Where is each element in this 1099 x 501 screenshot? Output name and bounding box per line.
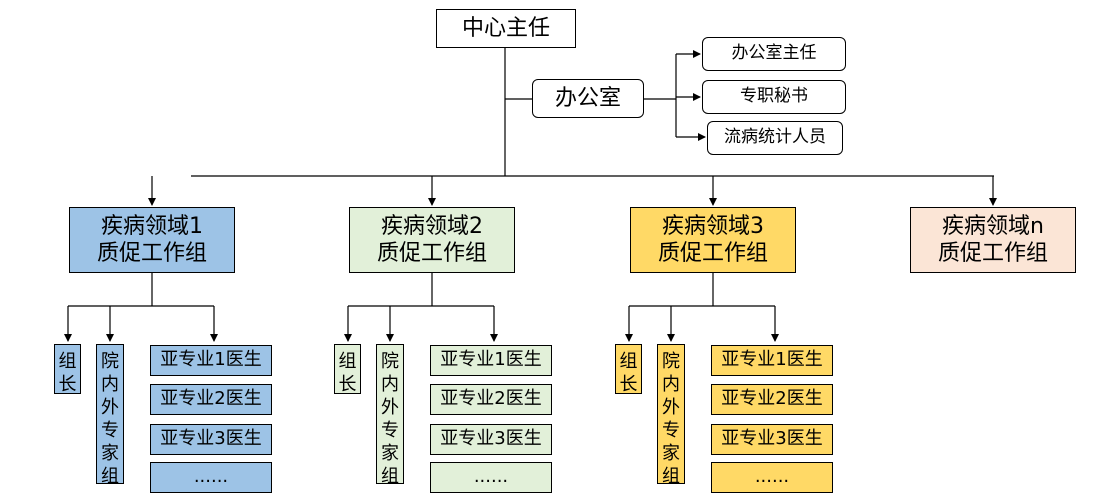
group-title-line1: 疾病领域3	[662, 213, 764, 239]
office-staff-label: 流病统计人员	[724, 127, 826, 148]
expert-panel-box: 院内外专家组	[96, 344, 124, 487]
group-leader-box: 组长	[615, 344, 642, 395]
office-box: 办公室	[532, 79, 644, 118]
group-title-line1: 疾病领域2	[381, 213, 483, 239]
subspecialty-doctor-box: 亚专业1医生	[711, 345, 833, 376]
subspecialty-doctor-box: 亚专业1医生	[150, 345, 272, 376]
group-title-line2: 质促工作组	[937, 241, 1048, 266]
group-leader-box: 组长	[54, 344, 81, 395]
subspecialty-doctor-box: 亚专业3医生	[150, 424, 272, 455]
group-title-line2: 质促工作组	[657, 241, 768, 266]
group-leader-box: 组长	[334, 344, 361, 395]
office-staff-label: 专职秘书	[740, 86, 808, 107]
office-staff-director: 办公室主任	[702, 37, 846, 71]
director-label: 中心主任	[461, 15, 550, 41]
group-title-line2: 质促工作组	[96, 241, 207, 266]
office-staff-secretary: 专职秘书	[702, 80, 846, 114]
office-label: 办公室	[554, 85, 621, 111]
subspecialty-doctor-box: 亚专业2医生	[430, 384, 552, 415]
director-box: 中心主任	[436, 9, 576, 48]
office-staff-label: 办公室主任	[731, 43, 817, 64]
expert-panel-box: 院内外专家组	[657, 344, 685, 487]
group-title-line2: 质促工作组	[376, 241, 487, 266]
office-staff-statistician: 流病统计人员	[707, 121, 843, 155]
subspecialty-doctor-box: ......	[430, 462, 552, 493]
subspecialty-doctor-box: 亚专业3医生	[711, 424, 833, 455]
group-title-line1: 疾病领域1	[101, 213, 203, 239]
subspecialty-doctor-box: 亚专业3医生	[430, 424, 552, 455]
subspecialty-doctor-box: 亚专业2医生	[150, 384, 272, 415]
group-title-line1: 疾病领域n	[942, 213, 1044, 239]
expert-panel-box: 院内外专家组	[376, 344, 404, 487]
subspecialty-doctor-box: ......	[711, 462, 833, 493]
subspecialty-doctor-box: 亚专业2医生	[711, 384, 833, 415]
subspecialty-doctor-box: 亚专业1医生	[430, 345, 552, 376]
subspecialty-doctor-box: ......	[150, 462, 272, 493]
